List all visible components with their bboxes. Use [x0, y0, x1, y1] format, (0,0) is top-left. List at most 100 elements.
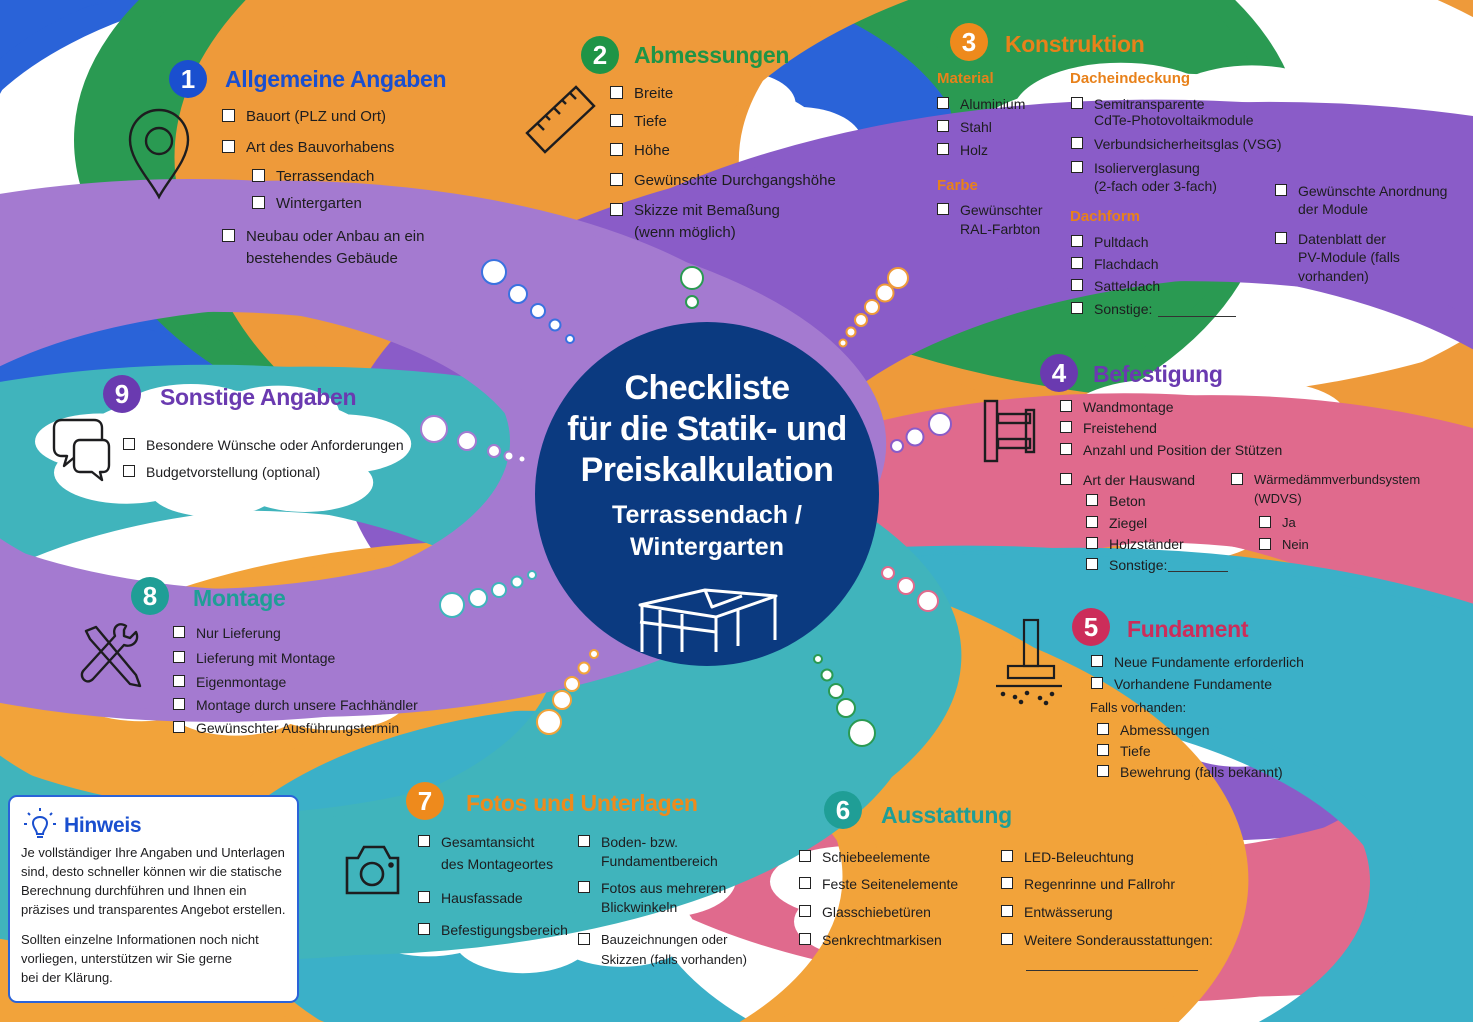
- section-title-befestigung: Befestigung: [1093, 361, 1223, 387]
- checkbox-item[interactable]: Anzahl und Position der Stützen: [1060, 440, 1282, 460]
- checkbox-item[interactable]: Freistehend: [1060, 418, 1157, 438]
- item-continuation: (wenn möglich): [634, 224, 736, 241]
- bubbles-konstruktion: [838, 267, 909, 348]
- checkbox-item[interactable]: Gesamtansicht: [418, 832, 534, 852]
- checkbox-item[interactable]: Flachdach: [1071, 254, 1159, 274]
- checkbox-item[interactable]: Nein: [1259, 535, 1309, 555]
- checkbox-item[interactable]: Verbundsicherheitsglas (VSG): [1071, 134, 1282, 154]
- checkbox-item[interactable]: Wandmontage: [1060, 397, 1174, 417]
- item-continuation: RAL-Farbton: [960, 221, 1041, 237]
- checkbox-item[interactable]: Boden- bzw.: [578, 832, 678, 852]
- chat-bubbles-icon: [52, 418, 111, 482]
- falls-vorhanden-label: Falls vorhanden:: [1090, 700, 1187, 715]
- checkbox-item[interactable]: Stahl: [937, 117, 992, 137]
- bubbles-befestigung: [890, 412, 952, 453]
- checkbox-item[interactable]: Satteldach: [1071, 276, 1160, 296]
- center-title-line1: Checkliste: [624, 369, 790, 407]
- checkbox-item[interactable]: Schiebeelemente: [799, 847, 930, 867]
- wall-mount-icon: [983, 399, 1036, 463]
- checkbox-item[interactable]: Skizze mit Bemaßung: [610, 200, 780, 221]
- checkbox-item[interactable]: Vorhandene Fundamente: [1091, 674, 1272, 694]
- checkbox-item[interactable]: Entwässerung: [1001, 902, 1113, 922]
- item-continuation: CdTe-Photovoltaikmodule: [1094, 112, 1254, 128]
- checkbox-item[interactable]: Regenrinne und Fallrohr: [1001, 874, 1175, 894]
- item-continuation: Skizzen (falls vorhanden): [601, 952, 747, 967]
- checkbox-item[interactable]: Bauzeichnungen oder: [578, 930, 728, 950]
- bubbles-abmessungen: [680, 266, 704, 309]
- checkbox-item[interactable]: Art des Bauvorhabens: [222, 137, 394, 158]
- section-title-fundament: Fundament: [1127, 616, 1249, 642]
- checkbox-item[interactable]: Befestigungsbereich: [418, 920, 568, 940]
- center-title-line3: Preiskalkulation: [580, 451, 834, 489]
- center-title-block: Checkliste für die Statik- und Preiskalk…: [548, 368, 866, 563]
- checkbox-item[interactable]: Ja: [1259, 513, 1296, 533]
- subheading-farbe: Farbe: [937, 177, 978, 194]
- fill-in-line[interactable]: [1168, 571, 1228, 572]
- section-number: 4: [1051, 358, 1067, 388]
- center-circle: [535, 322, 879, 666]
- checkbox-item[interactable]: Feste Seitenelemente: [799, 874, 958, 894]
- checkbox-item[interactable]: Fotos aus mehreren: [578, 878, 726, 898]
- checkbox-item[interactable]: Beton: [1086, 491, 1146, 511]
- checkbox-item[interactable]: Aluminium: [937, 94, 1025, 114]
- checkbox-item[interactable]: Bewehrung (falls bekannt): [1097, 762, 1283, 782]
- checkbox-item[interactable]: Neue Fundamente erforderlich: [1091, 652, 1304, 672]
- bubbles-allgemeine: [481, 259, 575, 344]
- checkbox-item[interactable]: Isolierverglasung: [1071, 158, 1200, 178]
- checkbox-item[interactable]: Senkrechtmarkisen: [799, 930, 942, 950]
- section-number: 5: [1083, 612, 1099, 642]
- subheading-material: Material: [937, 70, 994, 87]
- subheading-dachform: Dachform: [1070, 208, 1141, 225]
- bubbles-ausstattung: [813, 654, 876, 747]
- checkbox-item[interactable]: Terrassendach: [252, 166, 374, 187]
- section-number: 2: [592, 40, 608, 70]
- checkbox-item[interactable]: Pultdach: [1071, 232, 1148, 252]
- location-pin-icon: [128, 108, 190, 200]
- foundation-icon: [996, 618, 1062, 706]
- item-continuation: Fundamentbereich: [601, 853, 718, 869]
- checkbox-item[interactable]: Budgetvorstellung (optional): [123, 462, 320, 482]
- checkbox-item[interactable]: Sonstige:: [1071, 299, 1152, 319]
- checkbox-item[interactable]: Semitransparente: [1071, 94, 1205, 114]
- checkbox-item[interactable]: Höhe: [610, 140, 670, 161]
- fill-in-line[interactable]: [1026, 970, 1198, 971]
- checkbox-item[interactable]: Gewünschter: [937, 200, 1042, 220]
- checkbox-item[interactable]: Eigenmontage: [173, 672, 286, 692]
- checkbox-item[interactable]: Ziegel: [1086, 513, 1147, 533]
- checkbox-item[interactable]: Hausfassade: [418, 888, 523, 908]
- checkbox-item[interactable]: Weitere Sonderausstattungen:: [1001, 930, 1213, 950]
- checkbox-item[interactable]: Bauort (PLZ und Ort): [222, 106, 386, 127]
- checkbox-item[interactable]: Gewünschter Ausführungstermin: [173, 718, 399, 738]
- center-title-line2: für die Statik- und: [567, 410, 847, 448]
- checkbox-item[interactable]: Montage durch unsere Fachhändler: [173, 695, 418, 715]
- checkbox-item[interactable]: Neubau oder Anbau an ein: [222, 226, 424, 247]
- checkbox-item[interactable]: Datenblatt der: [1275, 229, 1386, 249]
- hinweis-text: Berechnung durchführen und Ihnen ein: [21, 883, 247, 898]
- checkbox-item[interactable]: Holz: [937, 140, 988, 160]
- bubbles-fundament: [881, 566, 939, 612]
- checkbox-item[interactable]: LED-Beleuchtung: [1001, 847, 1134, 867]
- checkbox-item[interactable]: Gewünschte Durchgangshöhe: [610, 170, 836, 191]
- checkbox-item[interactable]: Abmessungen: [1097, 720, 1210, 740]
- checkbox-item[interactable]: Glasschiebetüren: [799, 902, 931, 922]
- checkbox-item[interactable]: Wintergarten: [252, 193, 362, 214]
- hinweis-text: sind, desto schneller können wir die sta…: [21, 864, 282, 879]
- fill-in-line[interactable]: [1158, 316, 1236, 317]
- section-number: 7: [417, 786, 433, 816]
- checkbox-item[interactable]: Art der Hauswand: [1060, 470, 1195, 490]
- bubbles-montage: [439, 570, 537, 618]
- checkbox-item[interactable]: Tiefe: [610, 111, 667, 132]
- section-title-konstruktion: Konstruktion: [1005, 31, 1145, 57]
- checkbox-item[interactable]: Tiefe: [1097, 741, 1151, 761]
- checkbox-item[interactable]: Holzständer: [1086, 534, 1184, 554]
- checkbox-item[interactable]: Gewünschte Anordnung: [1275, 181, 1447, 201]
- item-continuation: vorhanden): [1298, 268, 1369, 284]
- checkbox-item[interactable]: Breite: [610, 83, 673, 104]
- checkbox-item[interactable]: Sonstige:: [1086, 555, 1167, 575]
- hinweis-title: Hinweis: [64, 814, 142, 837]
- section-title-abmessungen: Abmessungen: [634, 42, 790, 68]
- checkbox-item[interactable]: Nur Lieferung: [173, 623, 281, 643]
- checkbox-item[interactable]: Besondere Wünsche oder Anforderungen: [123, 435, 404, 455]
- checkbox-item[interactable]: Lieferung mit Montage: [173, 648, 335, 668]
- checkbox-item[interactable]: Wärmedämmverbundsystem: [1231, 470, 1420, 490]
